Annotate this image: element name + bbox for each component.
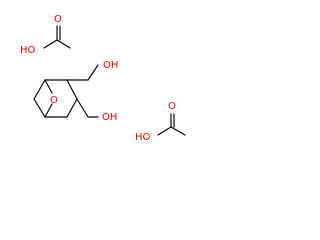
ring-bond-4 <box>66 98 78 118</box>
hydroxymethyl-bottom-oh-label: OH <box>102 112 117 123</box>
bridge-bond-top <box>44 79 53 94</box>
oxabicycloheptane-core: O OH OH <box>33 60 118 123</box>
ring-bond-3 <box>66 79 78 100</box>
hydroxymethyl-top-oh-label: OH <box>103 60 118 71</box>
bridge-oxygen-label: O <box>50 95 58 106</box>
bond-methyl-carbon-top <box>56 39 71 49</box>
acetic-acid-top-hydroxyl-label: HO <box>20 45 36 56</box>
bond-ring-to-ch2-bottom <box>76 98 89 118</box>
bond-c-oh-bottom <box>157 126 172 136</box>
acetic-acid-top-carbonyl-label: O <box>54 14 62 25</box>
bond-ch2-to-o-top <box>87 64 99 81</box>
bond-c-oh-top <box>43 39 58 49</box>
ring-bond-1 <box>33 79 46 100</box>
bridge-bond-bottom <box>44 103 53 118</box>
acetic-acid-top: HO O <box>20 14 71 56</box>
acetic-acid-bottom: HO O <box>135 101 186 143</box>
chemical-structure-diagram: HO O O OH OH <box>20 14 186 143</box>
bond-methyl-carbon-bottom <box>170 126 186 136</box>
structure-canvas: HO O O OH OH <box>0 0 200 150</box>
ring-bond-6 <box>33 98 46 118</box>
acetic-acid-bottom-hydroxyl-label: HO <box>135 132 151 143</box>
acetic-acid-bottom-carbonyl-label: O <box>168 101 176 112</box>
